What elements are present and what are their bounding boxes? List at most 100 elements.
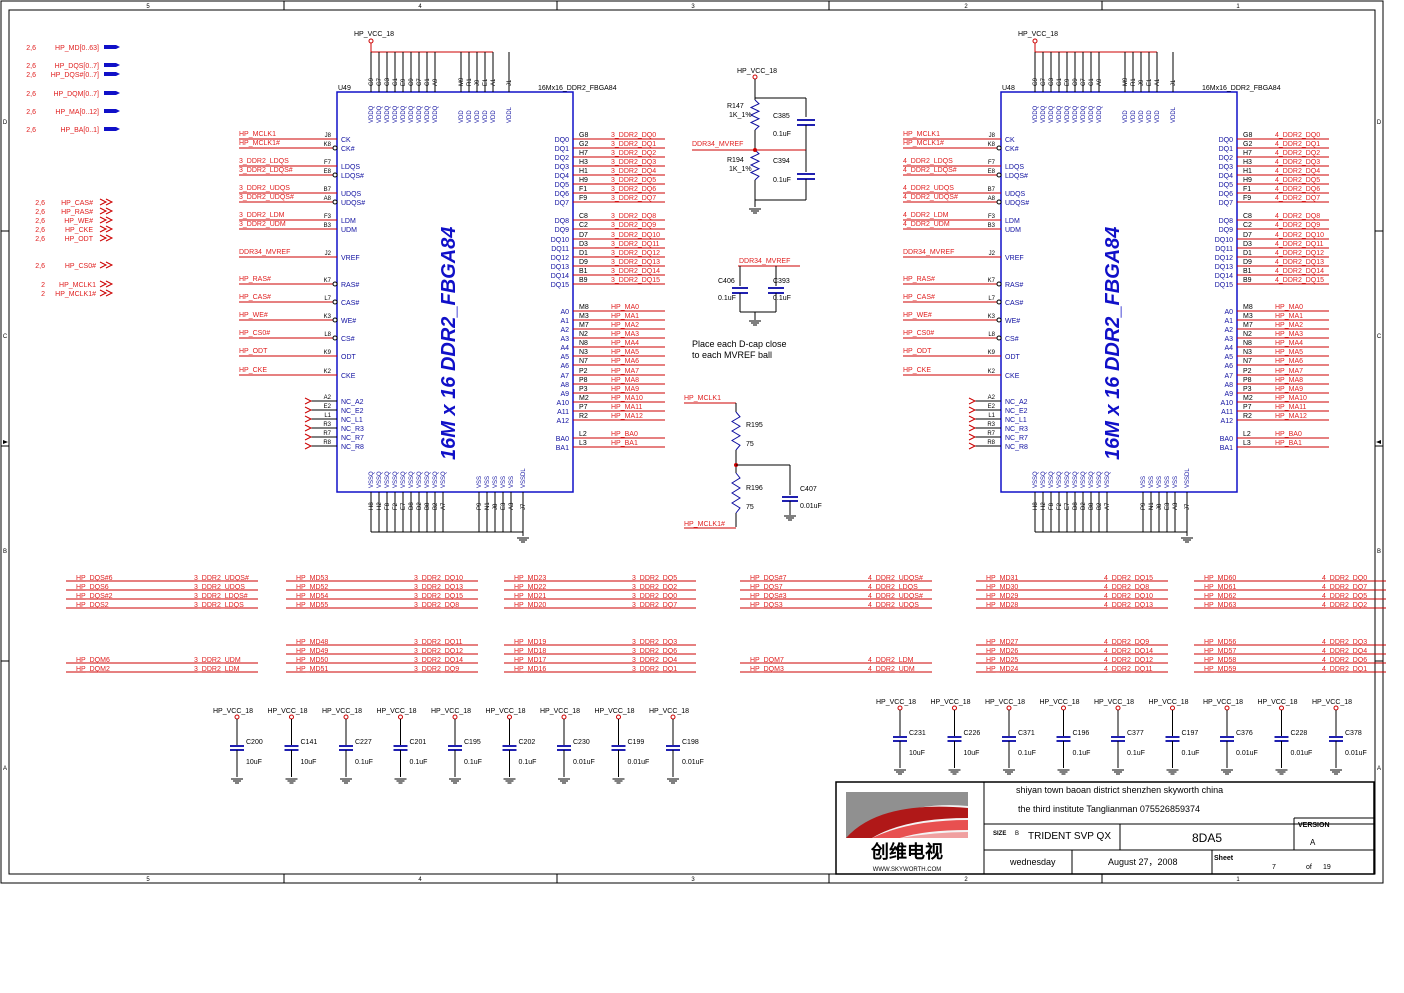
inversion-bubble: [332, 199, 338, 205]
center-arrow: [1376, 440, 1381, 444]
pin-name: DQ12: [1215, 255, 1233, 262]
logo-swoosh: [900, 832, 968, 838]
net-map-target: 3_DDR2_DQ11: [414, 639, 463, 646]
version-label: VERSION: [1298, 822, 1330, 829]
ball-id: N1: [1149, 502, 1155, 510]
column-label-top: 2: [964, 4, 968, 10]
ball-id: C8: [579, 213, 588, 220]
net-label: HP_CKE: [903, 367, 931, 374]
ball-id: E1: [1147, 78, 1153, 86]
pin-name: A12: [557, 418, 570, 425]
sheet-number: 7: [1272, 864, 1276, 871]
pin-name: VSSQ: [1097, 471, 1103, 488]
port-sheet-ref: 2,6: [26, 63, 36, 70]
ball-id: D1: [579, 250, 588, 257]
net-label: HP_MA8: [1275, 377, 1303, 384]
ball-id: E8: [988, 169, 996, 175]
chip-body: [1000, 91, 1238, 493]
value: 0.1uF: [773, 131, 791, 138]
net-label: HP_MA0: [1275, 304, 1303, 311]
net-map-source: HP_MD48: [296, 639, 328, 646]
refdes: C198: [682, 739, 699, 746]
pin-name: VDD: [491, 110, 497, 123]
pin-name: VSSQ: [401, 471, 407, 488]
pin-name: DQ5: [555, 182, 570, 189]
ball-id: B3: [988, 223, 996, 229]
pin-name: VDDQ: [1057, 105, 1063, 123]
nc-marker: [304, 442, 313, 450]
net-map-source: HP_MD25: [986, 657, 1018, 664]
net-label: 4_DDR2_DQ5: [1275, 177, 1320, 184]
ball-id: A2: [324, 395, 332, 401]
bus-port-label: HP_MA[0..12]: [55, 109, 99, 116]
center-arrow: [3, 440, 8, 444]
net-map-source: HP_MD62: [1204, 593, 1236, 600]
ball-id: H9: [579, 177, 588, 184]
ball-id: A3: [509, 502, 515, 510]
refdes: C377: [1127, 730, 1144, 737]
nc-marker: [304, 415, 313, 423]
refdes: C376: [1236, 730, 1253, 737]
logo-swoosh: [846, 792, 968, 838]
pin-name: VDDL: [1171, 106, 1177, 123]
power-symbol: [670, 714, 676, 720]
net-label: 4_DDR2_DQ4: [1275, 168, 1320, 175]
title-frame: [835, 781, 1375, 875]
pin-name: VSSQ: [441, 471, 447, 488]
net-map-target: 4_DDR2_DQ2: [1322, 602, 1367, 609]
pin-name: DQ6: [555, 191, 570, 198]
pin-name: VDDQ: [1065, 105, 1071, 123]
row-label-left: A: [3, 766, 7, 772]
net-map-source: HP_MD27: [986, 639, 1018, 646]
pin-name: VDDQ: [385, 105, 391, 123]
ball-id: E1: [483, 78, 489, 86]
net-map-source: HP_MD50: [296, 657, 328, 664]
ball-id: F3: [324, 214, 332, 220]
power-symbol: [897, 705, 903, 711]
chip-body-text: 16M x 16 DDR2_FBGA84: [1102, 227, 1124, 460]
signal-port-label: HP_MCLK1: [59, 282, 96, 289]
pin-name: A11: [557, 409, 569, 416]
pin-name: A3: [1224, 336, 1233, 343]
net-label: 3_DDR2_UDQS: [239, 185, 290, 192]
value: 75: [746, 441, 754, 448]
column-label-bottom: 5: [146, 877, 150, 883]
pin-name: VSS: [509, 476, 515, 488]
pin-name: VSSQ: [1081, 471, 1087, 488]
net-label: DDR34_MVREF: [239, 249, 290, 256]
net-label: 3_DDR2_DQ13: [611, 259, 660, 266]
net-map-target: 4_DDR2_DQ10: [1104, 593, 1153, 600]
ball-id: R8: [323, 440, 331, 446]
ball-id: M8: [1243, 304, 1253, 311]
pin-name: VDDQ: [1049, 105, 1055, 123]
pin-name: VSSQ: [1065, 471, 1071, 488]
ball-id: R8: [987, 440, 995, 446]
pin-name: DQ10: [551, 237, 569, 244]
pin-name: VSS: [1157, 476, 1163, 488]
net-map-target: 4_DDR2_DQ6: [1322, 657, 1367, 664]
bus-port-arrow: [104, 45, 120, 49]
ball-id: F1: [1243, 186, 1251, 193]
ball-id: C8: [1243, 213, 1252, 220]
net-map-source: HP_MD19: [514, 639, 546, 646]
net-map-target: 4_DDR2_DQ14: [1104, 648, 1153, 655]
pin-name: VSSQ: [433, 471, 439, 488]
net-map-source: HP_DQS2: [76, 602, 109, 609]
net-map-source: HP_DQM3: [750, 666, 784, 673]
refdes: C393: [773, 278, 790, 285]
net-map-target: 3_DDR2_DQ3: [632, 639, 677, 646]
ball-id: P7: [1243, 404, 1252, 411]
supply-label: HP_VCC_18: [649, 708, 689, 715]
supply-label: HP_VCC_18: [268, 708, 308, 715]
refdes: C407: [800, 486, 817, 493]
ball-id: F7: [988, 160, 996, 166]
supply-label: HP_VCC_18: [876, 699, 916, 706]
ball-id: H8: [1033, 502, 1039, 510]
pin-name: VDD: [475, 110, 481, 123]
inversion-bubble: [332, 145, 338, 151]
pin-name: CKE: [341, 373, 356, 380]
document-number: 8DA5: [1192, 831, 1222, 845]
net-label: HP_MA4: [1275, 340, 1303, 347]
value: 0.01uF: [800, 503, 822, 510]
pin-name: DQ4: [1219, 173, 1234, 180]
